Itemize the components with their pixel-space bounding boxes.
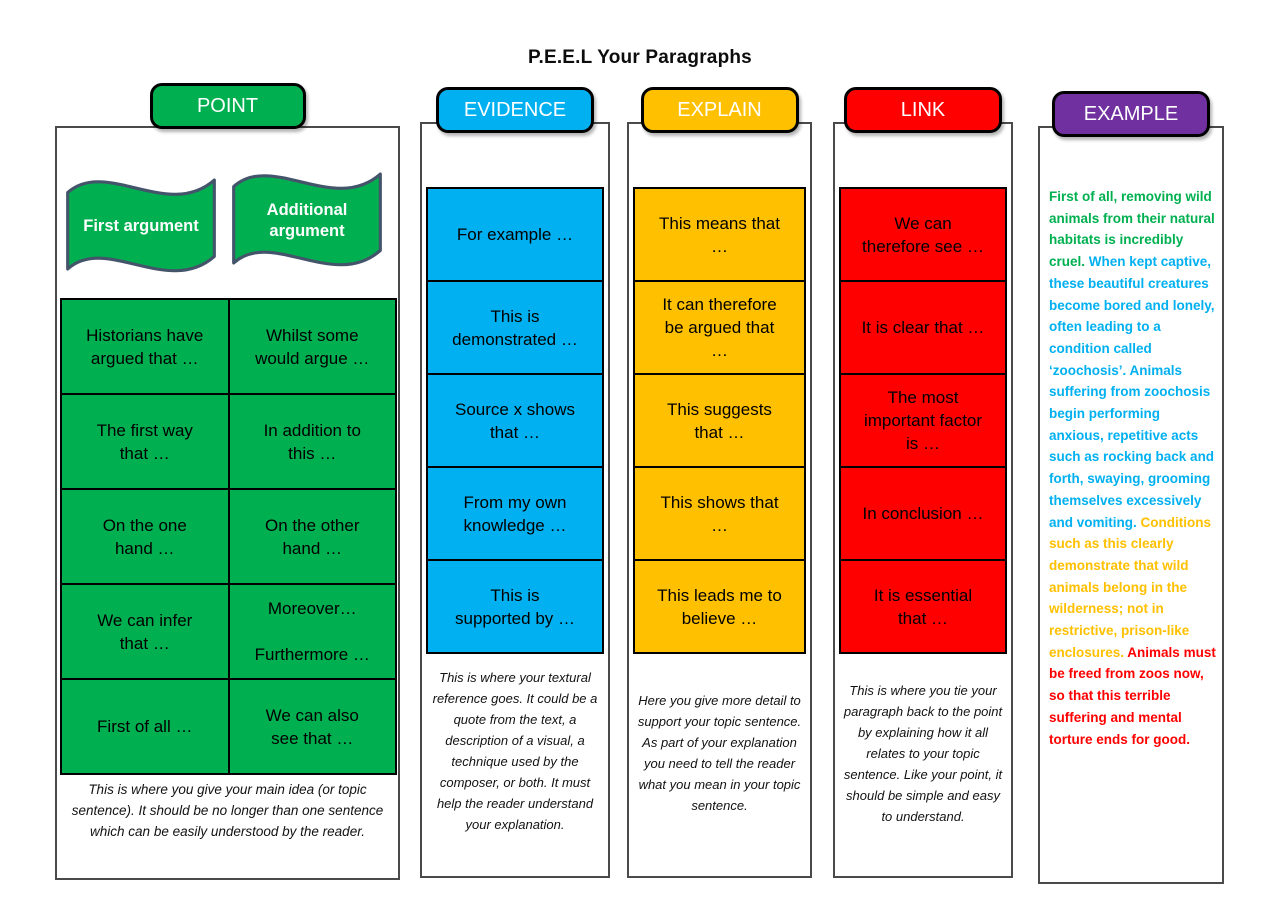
evidence-footer-note: This is where your textural reference go… [432,670,598,832]
point-starter-cell: Historians have argued that … [60,298,230,395]
evidence-starter-cell: From my own knowledge … [426,466,604,561]
evidence-header-label: EVIDENCE [463,99,567,121]
column-evidence: EVIDENCE For example … This is demonstra… [420,87,610,878]
wave-flag-icon [232,172,382,267]
column-explain: EXPLAIN This means that … It can therefo… [627,87,812,878]
evidence-starter-cell: This is demonstrated … [426,280,604,375]
point-starters-table: Historians have argued that … Whilst som… [60,298,397,775]
column-example: EXAMPLE First of all, removing wild anim… [1038,91,1224,884]
wave-flag-icon [66,178,216,273]
point-starter-cell: We can infer that … [60,583,230,680]
table-row: Historians have argued that … Whilst som… [60,298,397,395]
explain-starter-cell: This suggests that … [633,373,806,468]
additional-argument-flag-label: Additional argument [266,200,348,240]
additional-argument-flag: Additional argument [229,146,385,291]
point-starter-cell: On the other hand … [227,488,397,585]
link-header-badge: LINK [844,87,1002,133]
example-evidence-segment: When kept captive, these beautiful creat… [1049,254,1215,530]
example-point-segment: First of all, removing wild animals from… [1049,189,1215,270]
link-starter-cell: It is clear that … [839,280,1007,375]
example-header-badge: EXAMPLE [1052,91,1210,137]
evidence-starter-cell: For example … [426,187,604,282]
table-row: We can infer that … Moreover… Furthermor… [60,583,397,680]
point-starter-cell: In addition to this … [227,393,397,490]
point-footer-note: This is where you give your main idea (o… [71,782,384,839]
evidence-starter-cell: Source x shows that … [426,373,604,468]
example-link-segment: Animals must be freed from zoos now, so … [1049,644,1216,747]
point-starter-cell: First of all … [60,678,230,775]
page-title: P.E.E.L Your Paragraphs [528,47,752,68]
evidence-starter-cells: For example … This is demonstrated … Sou… [426,187,604,654]
example-header-label: EXAMPLE [1083,103,1179,125]
explain-header-badge: EXPLAIN [640,87,799,133]
column-link: LINK We can therefore see … It is clear … [833,87,1013,878]
evidence-starter-cell: This is supported by … [426,559,604,654]
table-row: The first way that … In addition to this… [60,393,397,490]
link-starter-cells: We can therefore see … It is clear that … [839,187,1007,654]
link-header-label: LINK [900,99,946,121]
link-starter-cell: In conclusion … [839,466,1007,561]
link-starter-cell: The most important factor is … [839,373,1007,468]
example-paragraph: First of all, removing wild animals from… [1049,186,1216,750]
point-starter-cell: We can also see that … [227,678,397,775]
explain-header-label: EXPLAIN [677,99,762,121]
point-flags: First argument Additional argument [57,144,398,304]
link-starter-cell: We can therefore see … [839,187,1007,282]
explain-starter-cells: This means that … It can therefore be ar… [633,187,806,654]
first-argument-flag: First argument [63,152,219,297]
explain-starter-cell: This leads me to believe … [633,559,806,654]
explain-footer-note: Here you give more detail to support you… [637,693,802,813]
column-point: POINT First argument Additional argument… [55,83,400,880]
link-footer-note: This is where you tie your paragraph bac… [843,683,1003,824]
explain-starter-cell: This shows that … [633,466,806,561]
point-header-badge: POINT [149,83,306,129]
table-row: First of all … We can also see that … [60,678,397,775]
point-starter-cell: Moreover… Furthermore … [227,583,397,680]
point-starter-cell: On the one hand … [60,488,230,585]
example-explain-segment: Conditions such as this clearly demonstr… [1049,514,1212,660]
first-argument-flag-label: First argument [83,217,199,235]
point-starter-cell: Whilst some would argue … [227,298,397,395]
explain-starter-cell: It can therefore be argued that … [633,280,806,375]
explain-starter-cell: This means that … [633,187,806,282]
evidence-header-badge: EVIDENCE [436,87,594,133]
table-row: On the one hand … On the other hand … [60,488,397,585]
point-header-label: POINT [196,95,259,117]
point-starter-cell: The first way that … [60,393,230,490]
link-starter-cell: It is essential that … [839,559,1007,654]
